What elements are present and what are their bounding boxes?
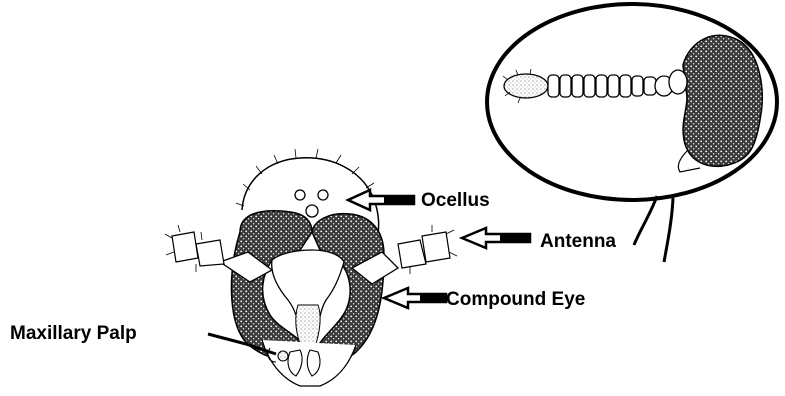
antenna-inset	[487, 4, 777, 262]
compound-eye-pointer-arrow	[384, 288, 446, 308]
maxillary-palp-label: Maxillary Palp	[10, 324, 137, 343]
ocellus-label: Ocellus	[421, 191, 490, 210]
antenna-pointer-arrow	[462, 228, 530, 248]
insect-head	[165, 149, 457, 386]
compound-eye-label: Compound Eye	[446, 290, 585, 309]
antenna-label: Antenna	[540, 232, 616, 251]
